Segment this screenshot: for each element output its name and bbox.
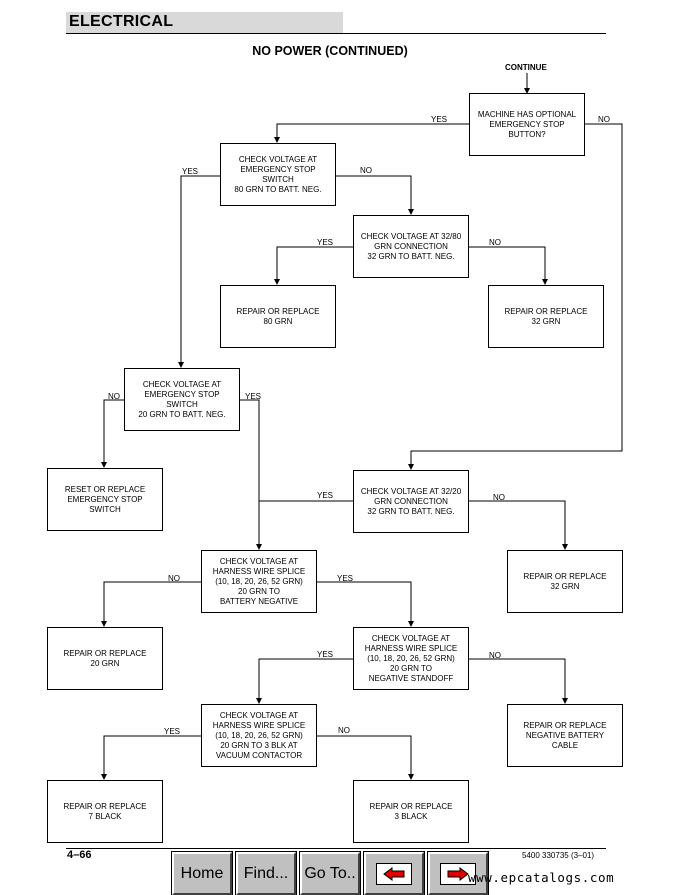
navigation-bar: Home Find... Go To..: [168, 851, 489, 895]
label-no: NO: [489, 238, 501, 247]
label-no: NO: [360, 166, 372, 175]
home-button[interactable]: Home: [171, 851, 233, 895]
goto-button[interactable]: Go To..: [299, 851, 361, 895]
watermark: www.epcatalogs.com: [468, 870, 615, 885]
page-number: 4–66: [67, 849, 92, 861]
label-yes: YES: [182, 167, 199, 176]
box-check-splice-contactor: CHECK VOLTAGE AT HARNESS WIRE SPLICE (10…: [201, 704, 317, 767]
box-repair-20: REPAIR OR REPLACE 20 GRN: [47, 627, 163, 690]
box-check-estop-80: CHECK VOLTAGE AT EMERGENCY STOP SWITCH 8…: [220, 143, 336, 206]
footer-rule: [66, 848, 606, 849]
page-title: NO POWER (CONTINUED): [252, 44, 408, 58]
box-reset-estop: RESET OR REPLACE EMERGENCY STOP SWITCH: [47, 468, 163, 531]
box-check-splice-standoff: CHECK VOLTAGE AT HARNESS WIRE SPLICE (10…: [353, 627, 469, 690]
label-yes: YES: [164, 727, 181, 736]
label-no: NO: [489, 651, 501, 660]
header-rule: [66, 33, 606, 34]
box-repair-negative-cable: REPAIR OR REPLACE NEGATIVE BATTERY CABLE: [507, 704, 623, 767]
box-repair-80: REPAIR OR REPLACE 80 GRN: [220, 285, 336, 348]
box-repair-32-a: REPAIR OR REPLACE 32 GRN: [488, 285, 604, 348]
label-yes: YES: [431, 115, 448, 124]
right-arrow-icon: [440, 862, 476, 885]
label-no: NO: [493, 493, 505, 502]
box-repair-32-b: REPAIR OR REPLACE 32 GRN: [507, 550, 623, 613]
back-button[interactable]: [363, 851, 425, 895]
box-check-32-80: CHECK VOLTAGE AT 32/80 GRN CONNECTION 32…: [353, 215, 469, 278]
box-check-32-20: CHECK VOLTAGE AT 32/20 GRN CONNECTION 32…: [353, 470, 469, 533]
box-optional-estop: MACHINE HAS OPTIONAL EMERGENCY STOP BUTT…: [469, 93, 585, 156]
label-yes: YES: [317, 238, 334, 247]
label-no: NO: [598, 115, 610, 124]
left-arrow-icon: [376, 862, 412, 885]
label-yes: YES: [245, 392, 262, 401]
label-yes: YES: [317, 650, 334, 659]
label-yes: YES: [317, 491, 334, 500]
forward-button[interactable]: [427, 851, 489, 895]
box-repair-7-black: REPAIR OR REPLACE 7 BLACK: [47, 780, 163, 843]
label-no: NO: [168, 574, 180, 583]
continue-label: CONTINUE: [505, 63, 547, 72]
section-title: ELECTRICAL: [69, 13, 174, 30]
document-id: 5400 330735 (3–01): [522, 851, 595, 860]
label-no: NO: [338, 726, 350, 735]
label-yes: YES: [337, 574, 354, 583]
box-repair-3-black: REPAIR OR REPLACE 3 BLACK: [353, 780, 469, 843]
box-check-estop-20: CHECK VOLTAGE AT EMERGENCY STOP SWITCH 2…: [124, 368, 240, 431]
section-header-bar: [66, 12, 343, 33]
box-check-splice-battery: CHECK VOLTAGE AT HARNESS WIRE SPLICE (10…: [201, 550, 317, 613]
find-button[interactable]: Find...: [235, 851, 297, 895]
label-no: NO: [108, 392, 120, 401]
